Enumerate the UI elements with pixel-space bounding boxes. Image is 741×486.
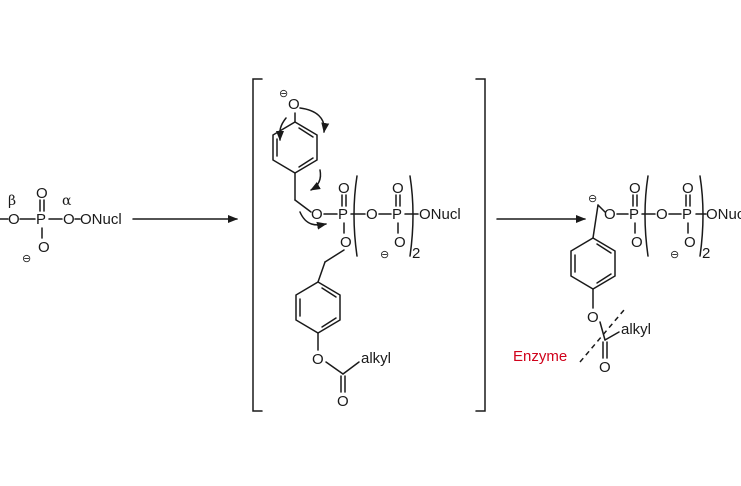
atom-o: O <box>38 239 50 256</box>
atom-p: P <box>392 206 402 223</box>
minus-charge: ⊖ <box>22 253 31 265</box>
atom-o: O <box>629 180 641 197</box>
onucl-label: ONucl <box>80 211 122 228</box>
left-paren <box>644 175 649 257</box>
atom-o: O <box>338 180 350 197</box>
atom-o: O <box>604 206 616 223</box>
minus-charge: ⊖ <box>380 249 389 261</box>
left-paren <box>353 175 358 257</box>
atom-p: P <box>682 206 692 223</box>
atom-o: O <box>337 393 349 410</box>
atom-p: P <box>338 206 348 223</box>
atom-o: O <box>340 234 352 251</box>
benzene-ring <box>295 281 341 334</box>
atom-o: O <box>682 180 694 197</box>
atom-p: P <box>36 211 46 228</box>
atom-o: O <box>631 234 643 251</box>
minus-charge: ⊖ <box>279 88 288 100</box>
right-bracket <box>475 78 486 412</box>
onucl-label: ONucl <box>706 206 741 223</box>
atom-o: O <box>599 359 611 376</box>
atom-o: O <box>394 234 406 251</box>
atom-o: O <box>392 180 404 197</box>
repeat-subscript: 2 <box>702 245 710 262</box>
beta-label: β <box>8 193 16 209</box>
right-paren <box>699 175 704 257</box>
starting-material: O P O ONucl O O ⊖ β α <box>0 185 122 265</box>
alkyl-label: alkyl <box>621 321 651 338</box>
atom-o: O <box>684 234 696 251</box>
product: ⊖ O P O O O P O O ⊖ 2 ONucl O alkyl <box>513 175 741 376</box>
left-bracket <box>252 78 263 412</box>
atom-o: O <box>312 351 324 368</box>
right-paren <box>409 175 414 257</box>
cleavage-site <box>579 309 625 363</box>
alpha-label: α <box>62 193 72 209</box>
atom-o: O <box>8 211 20 228</box>
atom-o: O <box>587 309 599 326</box>
atom-o: O <box>656 206 668 223</box>
atom-o: O <box>36 185 48 202</box>
intermediate: ⊖ O O P O O O P O O ⊖ 2 <box>252 78 486 412</box>
atom-o: O <box>63 211 75 228</box>
atom-p: P <box>629 206 639 223</box>
benzene-ring <box>570 237 616 290</box>
atom-o: O <box>311 206 323 223</box>
minus-charge: ⊖ <box>670 249 679 261</box>
atom-o: O <box>288 96 300 113</box>
enzyme-label: Enzyme <box>513 348 567 365</box>
onucl-label: ONucl <box>419 206 461 223</box>
alkyl-label: alkyl <box>361 350 391 367</box>
atom-o: O <box>366 206 378 223</box>
minus-charge: ⊖ <box>588 193 597 205</box>
repeat-subscript: 2 <box>412 245 420 262</box>
